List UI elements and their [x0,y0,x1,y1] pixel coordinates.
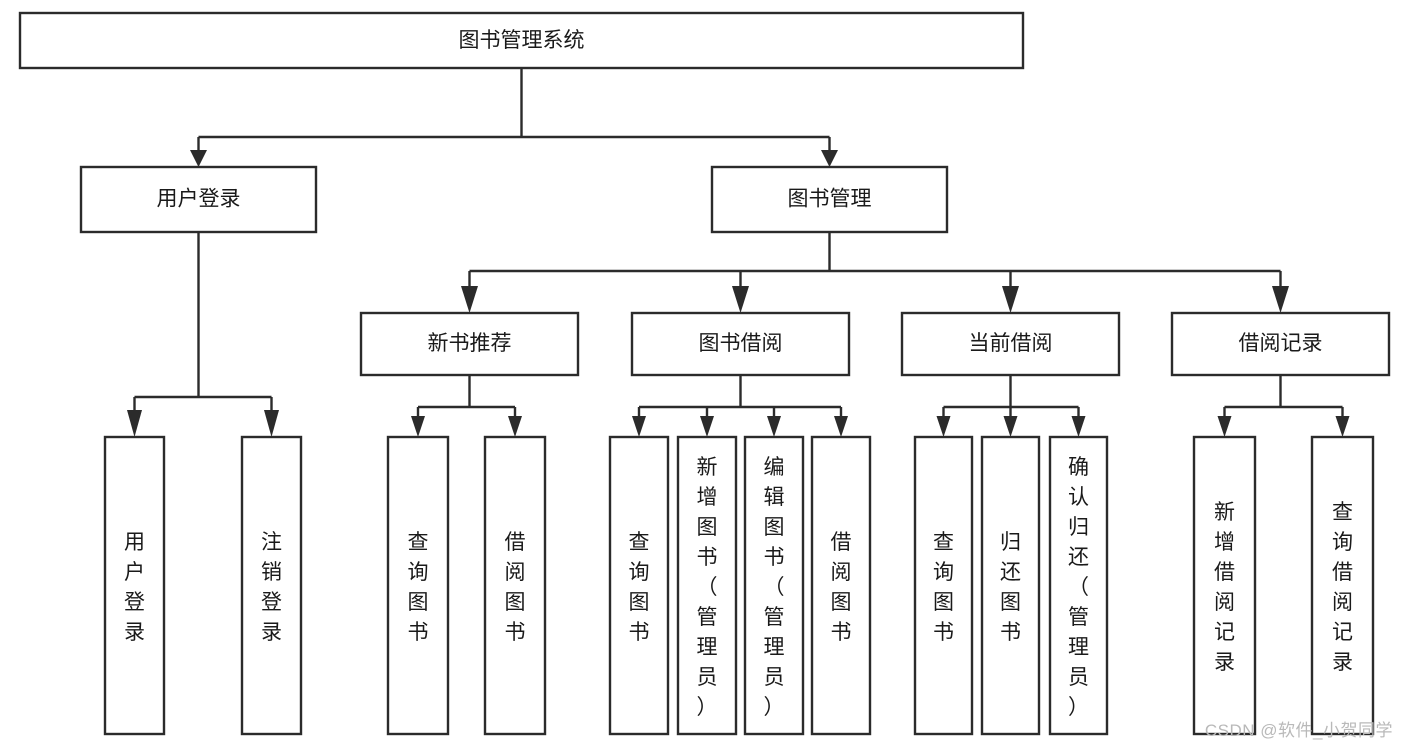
node-leaf-borrow-book-box[interactable] [810,435,872,736]
arrowhead-new-book-recommend [461,286,478,313]
arrowhead-book-manage [821,150,838,167]
node-leaf-user-login[interactable]: 用户登录 [103,435,166,736]
node-leaf-return-book-label: 归还图书 [1000,531,1021,644]
arrowhead-leaf-add-borrow-record [1217,416,1232,437]
node-leaf-add-borrow-record-label: 新增借阅记录 [1214,501,1235,674]
node-borrow-record[interactable]: 借阅记录 [1170,311,1391,377]
node-leaf-query-book-new[interactable]: 查询图书 [386,435,450,736]
node-root-system-box[interactable] [18,11,1025,70]
node-root-system[interactable]: 图书管理系统 [18,11,1025,70]
node-leaf-edit-book[interactable]: 编辑图书（管理员） [743,435,805,736]
node-current-borrow-label: 当前借阅 [969,332,1053,355]
node-leaf-add-borrow-record-box[interactable] [1192,435,1257,736]
node-leaf-query-book-current-label: 查询图书 [933,531,954,644]
arrowhead-current-borrow [1002,286,1019,313]
node-leaf-query-book-borrow-label: 查询图书 [629,531,650,644]
node-leaf-user-login-box[interactable] [103,435,166,736]
node-current-borrow[interactable]: 当前借阅 [900,311,1121,377]
arrowhead-leaf-edit-book [767,416,781,437]
arrowhead-book-borrow [732,286,749,313]
node-leaf-query-borrow-record[interactable]: 查询借阅记录 [1310,435,1375,736]
arrowhead-leaf-borrow-book [834,416,848,437]
node-leaf-query-book-borrow[interactable]: 查询图书 [608,435,670,736]
node-leaf-query-book-current[interactable]: 查询图书 [913,435,974,736]
arrowhead-leaf-query-book-borrow [632,416,646,437]
node-new-book-recommend[interactable]: 新书推荐 [359,311,580,377]
node-leaf-confirm-return-label: 确认归还（管理员） [1068,456,1089,719]
arrowhead-leaf-confirm-return [1071,416,1086,437]
node-leaf-logout[interactable]: 注销登录 [240,435,303,736]
arrowhead-user-login [190,150,207,167]
node-leaf-add-book-label: 新增图书（管理员） [697,456,718,719]
node-leaf-edit-book-box[interactable] [743,435,805,736]
node-book-manage[interactable]: 图书管理 [710,165,949,234]
node-leaf-add-book-box[interactable] [676,435,738,736]
arrowhead-leaf-user-login [127,410,142,437]
node-borrow-record-box[interactable] [1170,311,1391,377]
node-leaf-edit-book-label: 编辑图书（管理员） [764,456,785,719]
arrowhead-leaf-query-book-current [936,416,951,437]
node-leaf-add-book[interactable]: 新增图书（管理员） [676,435,738,736]
node-leaf-add-borrow-record[interactable]: 新增借阅记录 [1192,435,1257,736]
node-leaf-query-book-current-box[interactable] [913,435,974,736]
node-leaf-borrow-book-new-label: 借阅图书 [505,531,526,644]
leaf-nodes-group: 用户登录 注销登录 查询图书 借阅图书 查询图书 新增图书（管理员） [103,435,1375,736]
arrowhead-leaf-borrow-book-new [508,416,522,437]
node-leaf-query-borrow-record-box[interactable] [1310,435,1375,736]
node-leaf-query-book-borrow-box[interactable] [608,435,670,736]
node-book-manage-label: 图书管理 [788,188,872,211]
node-leaf-logout-box[interactable] [240,435,303,736]
node-leaf-confirm-return[interactable]: 确认归还（管理员） [1048,435,1109,736]
node-user-login[interactable]: 用户登录 [79,165,318,234]
connectors-group [127,68,1350,437]
node-leaf-borrow-book-new-box[interactable] [483,435,547,736]
arrowhead-borrow-record [1272,286,1289,313]
arrowhead-leaf-query-borrow-record [1335,416,1350,437]
node-book-borrow-label: 图书借阅 [699,332,783,355]
node-new-book-recommend-label: 新书推荐 [428,332,512,355]
node-leaf-confirm-return-box[interactable] [1048,435,1109,736]
node-current-borrow-box[interactable] [900,311,1121,377]
node-borrow-record-label: 借阅记录 [1239,332,1323,355]
arrowhead-leaf-logout [264,410,279,437]
arrowhead-leaf-return-book [1003,416,1018,437]
node-leaf-query-book-new-box[interactable] [386,435,450,736]
node-user-login-label: 用户登录 [157,188,241,211]
node-leaf-user-login-label: 用户登录 [124,531,145,644]
node-leaf-borrow-book[interactable]: 借阅图书 [810,435,872,736]
node-leaf-borrow-book-label: 借阅图书 [831,531,852,644]
node-book-borrow-box[interactable] [630,311,851,377]
node-leaf-query-borrow-record-label: 查询借阅记录 [1332,501,1353,674]
node-user-login-box[interactable] [79,165,318,234]
node-book-manage-box[interactable] [710,165,949,234]
node-leaf-return-book-box[interactable] [980,435,1041,736]
node-leaf-borrow-book-new[interactable]: 借阅图书 [483,435,547,736]
node-leaf-query-book-new-label: 查询图书 [408,531,429,644]
node-leaf-return-book[interactable]: 归还图书 [980,435,1041,736]
arrowhead-leaf-query-book-new [411,416,425,437]
node-leaf-logout-label: 注销登录 [261,531,282,644]
node-new-book-recommend-box[interactable] [359,311,580,377]
node-book-borrow[interactable]: 图书借阅 [630,311,851,377]
node-root-system-label: 图书管理系统 [459,29,585,52]
arrowhead-leaf-add-book [700,416,714,437]
